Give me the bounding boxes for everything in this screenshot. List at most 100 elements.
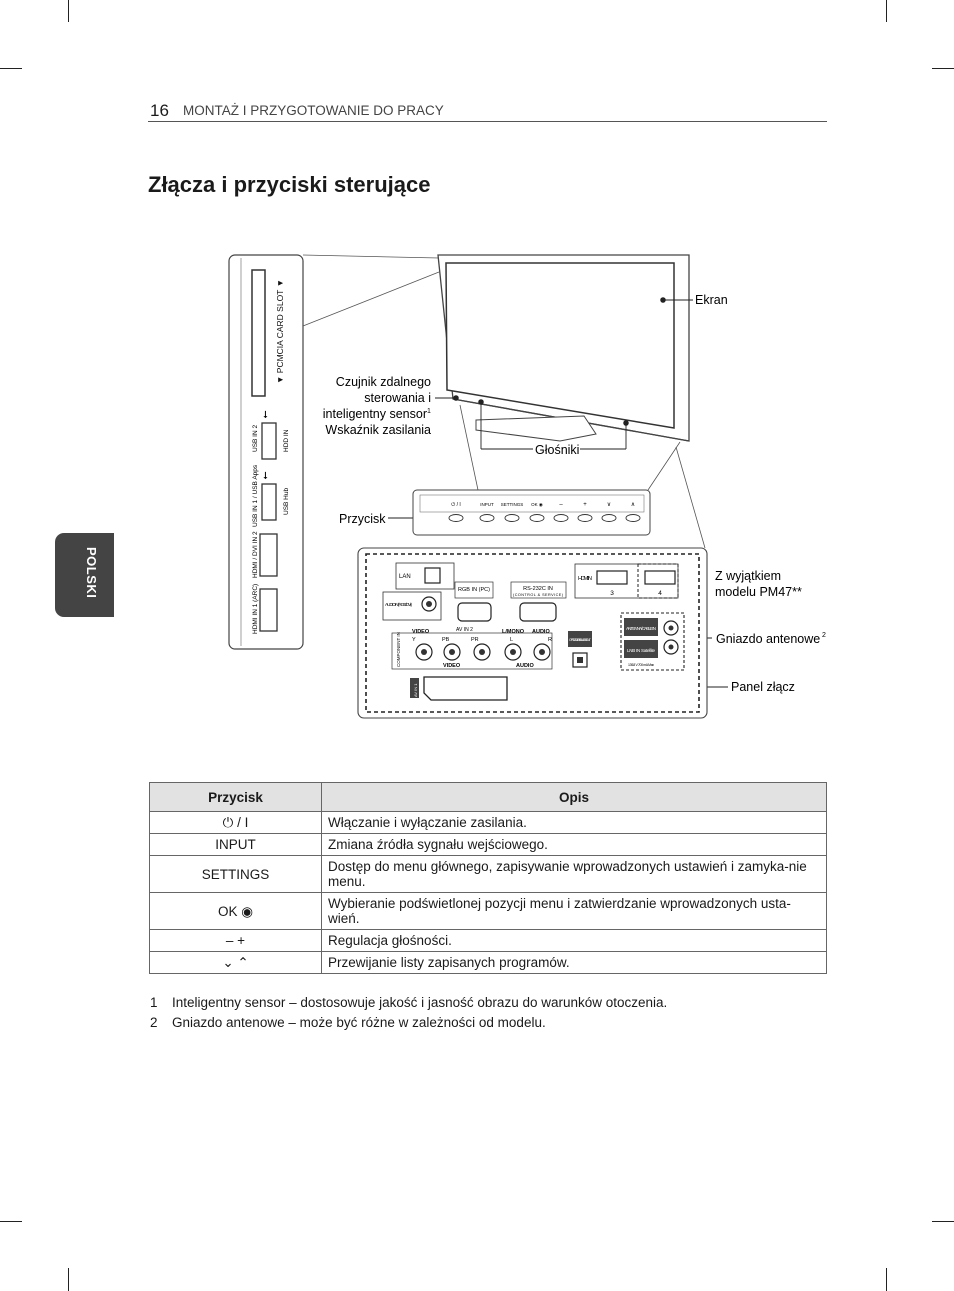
usb2-icon: ⭣ (263, 410, 268, 421)
crop-mark (68, 0, 69, 22)
lnb-label: LNB IN Satellite (627, 648, 655, 653)
lnb-sub-label: 13/18 V 700 mA Max (628, 663, 654, 667)
section-title: MONTAŻ I PRZYGOTOWANIE DO PRACY (183, 103, 444, 118)
label-sensor-3: inteligentny sensor (323, 407, 427, 421)
page-title: Złącza i przyciski sterujące (148, 172, 431, 197)
button-table: Przycisk Opis ⏻ / I Włączanie i wyłączan… (149, 782, 827, 974)
audio-label-bottom: AUDIO (516, 663, 534, 669)
table-row: ⌄ ⌃ Przewijanie listy zapisanych program… (149, 951, 827, 974)
pb-label: PB (442, 637, 450, 643)
table-cell-desc: Wybieranie podświetlonej pozycji menu i … (321, 892, 827, 930)
component-label: COMPONENT IN (396, 632, 401, 667)
mono-label: L/MONO (502, 629, 525, 635)
button-strip: ⏻ / I INPUT SETTINGS OK ◉ – + ∨ ∧ (412, 489, 651, 536)
label-panel: Panel złącz (731, 680, 795, 694)
page-number: 16 (150, 101, 169, 120)
footnote-text: Inteligentny sensor – dostosowuje jakość… (172, 995, 668, 1010)
hdmi1-label: HDMI IN 1 (ARC) (252, 584, 259, 634)
tv-set (437, 254, 706, 549)
video-label-bottom: VIDEO (443, 663, 461, 669)
label-sensor-sup: 1 (427, 408, 431, 415)
table-row: OK ◉ Wybieranie podświetlonej pozycji me… (149, 892, 827, 930)
hdd-in-label: HDD IN (283, 429, 290, 452)
y-label: Y (412, 637, 416, 643)
strip-power-label: ⏻ / I (451, 502, 461, 508)
table-row: ⏻ / I Włączanie i wyłączanie zasilania. (149, 811, 827, 834)
label-antenna: Gniazdo antenowe (716, 632, 820, 646)
video-label-top: VIDEO (412, 629, 430, 635)
lan-label: LAN (399, 574, 411, 580)
table-cell-desc: Przewijanie listy zapisanych programów. (321, 951, 827, 974)
table-cell-desc: Dostęp do menu głównego, zapisywanie wpr… (321, 855, 827, 893)
table-header-desc: Opis (321, 782, 827, 812)
pcmcia-slot-label: ▼ PCMCIA CARD SLOT ▼ (275, 279, 285, 384)
table-row: SETTINGS Dostęp do menu głównego, zapisy… (149, 855, 827, 893)
strip-up-label: ∧ (631, 502, 635, 508)
label-except-1: Z wyjątkiem (715, 569, 781, 583)
side-connector-panel: ▼ PCMCIA CARD SLOT ▼ USB IN 2 HDD IN ⭣ U… (228, 254, 440, 650)
table-cell-button: – + (149, 929, 322, 952)
crop-mark (0, 68, 22, 69)
strip-minus-label: – (559, 502, 563, 508)
footnote: 2 Gniazdo antenowe – może być różne w zal… (150, 1013, 667, 1033)
table-cell-button: ⏻ / I (149, 811, 322, 834)
crop-mark (68, 1268, 69, 1291)
label-sensor-4: Wskaźnik zasilania (325, 423, 431, 437)
table-row: INPUT Zmiana źródła sygnału wejściowego. (149, 833, 827, 856)
hdmi-4-label: 4 (658, 590, 662, 597)
rgb-in-label: RGB IN (PC) (458, 587, 490, 593)
table-row: – + Regulacja głośności. (149, 929, 827, 952)
strip-down-label: ∨ (607, 502, 611, 508)
usb1-label: USB IN 1 / USB Apps (252, 464, 259, 527)
hdmi2-label: HDMI / DVI IN 2 (252, 531, 259, 578)
crop-mark (932, 1221, 954, 1222)
table-cell-button: INPUT (149, 833, 322, 856)
pr-label: PR (471, 637, 479, 643)
crop-mark (0, 1221, 22, 1222)
label-sensor-2: sterowania i (364, 391, 431, 405)
footnote: 1 Inteligentny sensor – dostosowuje jakoś… (150, 993, 667, 1013)
table-cell-desc: Włączanie i wyłączanie zasilania. (321, 811, 827, 834)
optical-label: OPTICAL DIGITAL AUDIO OUT (569, 638, 592, 642)
strip-plus-label: + (583, 502, 587, 508)
rear-connector-panel: LAN AUDIO IN (RGB/DVI) RGB IN (PC) RS-23… (357, 547, 708, 719)
antenna-cable-label: ANTENNA/ CABLE IN (626, 626, 656, 631)
crop-mark (886, 1268, 887, 1291)
hdmi-rear-label: HDMI IN (578, 576, 592, 582)
rs232-sub-label: (CONTROL & SERVICE) (513, 593, 564, 597)
label-sensor-1: Czujnik zdalnego (336, 375, 431, 389)
label-antenna-sup: 2 (822, 632, 826, 639)
av1-label: AV IN 1 (413, 683, 418, 697)
usb-hub-label: USB Hub (283, 488, 290, 515)
table-cell-button: SETTINGS (149, 855, 322, 893)
strip-input-label: INPUT (480, 502, 494, 507)
strip-ok-label: OK ◉ (531, 502, 544, 507)
table-cell-button: ⌄ ⌃ (149, 951, 322, 974)
usb1-icon: ⭣ (263, 471, 268, 482)
label-glosniki: Głośniki (535, 443, 579, 457)
table-cell-desc: Regulacja głośności. (321, 929, 827, 952)
header-rule (148, 121, 827, 122)
l-label: L (510, 637, 513, 643)
language-tab: POLSKI (55, 533, 114, 617)
table-header-button: Przycisk (149, 782, 322, 812)
footnote-number: 2 (150, 1014, 158, 1030)
rs232-label: RS-232C IN (523, 586, 553, 592)
r-label: R (548, 637, 552, 643)
table-cell-button: OK ◉ (149, 892, 322, 930)
footnote-number: 1 (150, 995, 158, 1010)
footnotes: 1 Inteligentny sensor – dostosowuje jakoś… (150, 993, 667, 1032)
strip-settings-label: SETTINGS (501, 502, 524, 507)
usb2-label: USB IN 2 (252, 425, 259, 452)
av2-label: AV IN 2 (456, 627, 473, 633)
label-przycisk: Przycisk (339, 512, 386, 526)
crop-mark (886, 0, 887, 22)
hdmi-3-label: 3 (610, 590, 614, 597)
crop-mark (932, 68, 954, 69)
label-ekran: Ekran (695, 293, 728, 307)
table-cell-desc: Zmiana źródła sygnału wejściowego. (321, 833, 827, 856)
audio-in-label: AUDIO IN (RGB/DVI) (385, 602, 412, 607)
footnote-text: Gniazdo antenowe – może być różne w zale… (172, 1014, 546, 1030)
audio-label-top: AUDIO (532, 629, 550, 635)
